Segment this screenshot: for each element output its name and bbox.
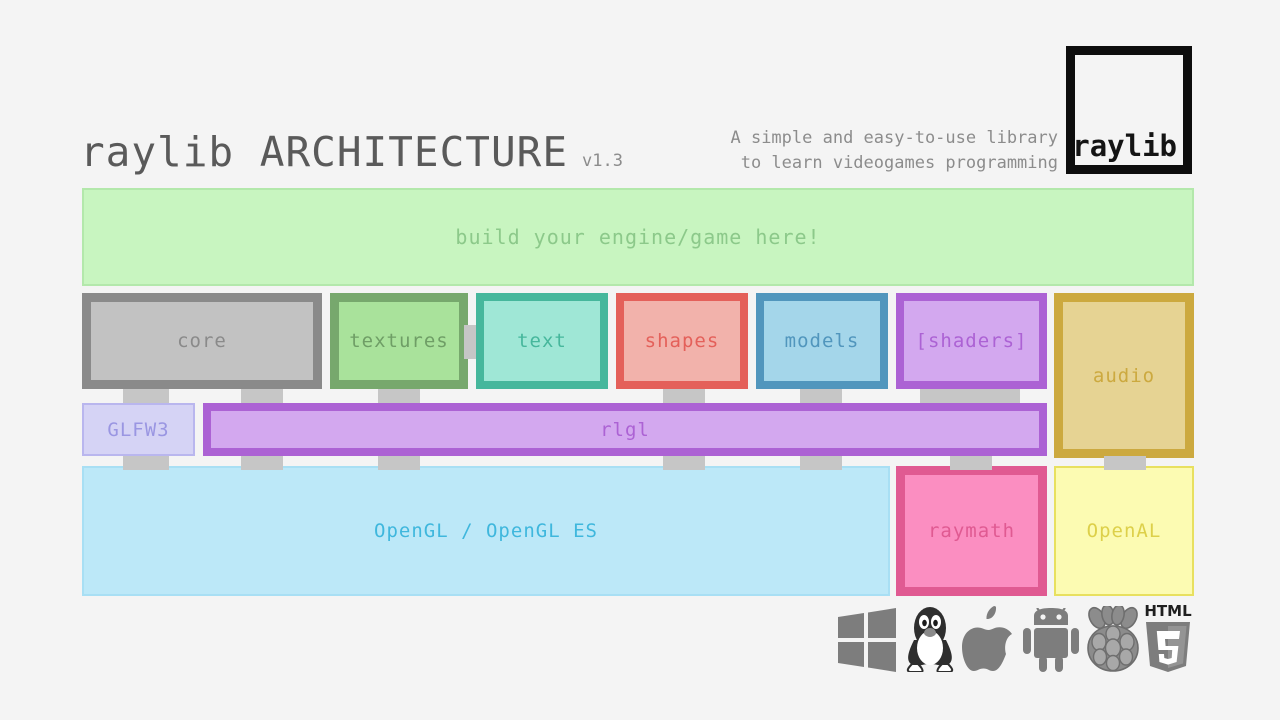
logo-text: raylib — [1072, 129, 1177, 163]
connector-tab — [378, 456, 420, 470]
connector-tab — [800, 389, 842, 403]
layer-label: rlgl — [600, 418, 650, 441]
tagline-line-1: A simple and easy-to-use library — [730, 128, 1058, 148]
raspberry-pi-icon — [1084, 604, 1142, 672]
module-box-textures[interactable]: textures — [330, 293, 468, 389]
module-box-core[interactable]: core — [82, 293, 322, 389]
module-label: audio — [1092, 364, 1156, 387]
connector-tab-vertical — [464, 325, 476, 359]
windows-icon — [838, 608, 896, 672]
layer-box-glfw[interactable]: GLFW3 — [82, 403, 195, 456]
raylib-logo: raylib — [1066, 46, 1192, 174]
connector-tab — [241, 389, 283, 403]
module-box-models[interactable]: models — [756, 293, 888, 389]
module-box-audio[interactable]: audio — [1054, 293, 1194, 458]
apple-icon — [962, 606, 1016, 672]
connector-tab — [123, 389, 169, 403]
backend-label: OpenGL / OpenGL ES — [374, 520, 598, 542]
module-label: models — [784, 330, 860, 352]
page-title: raylib ARCHITECTURE v1.3 — [80, 128, 623, 176]
module-box-text[interactable]: text — [476, 293, 608, 389]
title-text: raylib ARCHITECTURE — [80, 128, 568, 176]
user-layer-box: build your engine/game here! — [82, 188, 1194, 286]
module-box-shaders[interactable]: [shaders] — [896, 293, 1047, 389]
tagline: A simple and easy-to-use library to lear… — [730, 126, 1058, 176]
module-label: [shaders] — [915, 330, 1028, 352]
backend-box-opengl[interactable]: OpenGL / OpenGL ES — [82, 466, 890, 596]
connector-tab — [663, 456, 705, 470]
layer-box-rlgl[interactable]: rlgl — [203, 403, 1047, 456]
connector-tab — [378, 389, 420, 403]
module-label: core — [177, 330, 227, 352]
backend-box-openal[interactable]: OpenAL — [1054, 466, 1194, 596]
android-icon — [1023, 607, 1079, 672]
html5-icon: HTML — [1140, 602, 1196, 672]
module-box-shapes[interactable]: shapes — [616, 293, 748, 389]
connector-tab — [123, 456, 169, 470]
module-label: textures — [349, 330, 449, 352]
connector-tab — [950, 456, 992, 470]
module-label: shapes — [644, 330, 720, 352]
user-layer-label: build your engine/game here! — [455, 225, 821, 249]
module-label: text — [517, 330, 567, 352]
connector-tab — [1104, 456, 1146, 470]
connector-tab — [920, 389, 1020, 403]
backend-box-raymath[interactable]: raymath — [896, 466, 1047, 596]
connector-tab — [241, 456, 283, 470]
backend-label: OpenAL — [1086, 520, 1162, 542]
linux-tux-icon — [902, 604, 958, 673]
svg-text:HTML: HTML — [1144, 602, 1192, 620]
connector-tab — [800, 456, 842, 470]
layer-label: GLFW3 — [107, 418, 170, 441]
backend-label: raymath — [927, 520, 1016, 542]
tagline-line-2: to learn videogames programming — [740, 153, 1058, 173]
connector-tab — [663, 389, 705, 403]
version-label: v1.3 — [582, 151, 623, 171]
